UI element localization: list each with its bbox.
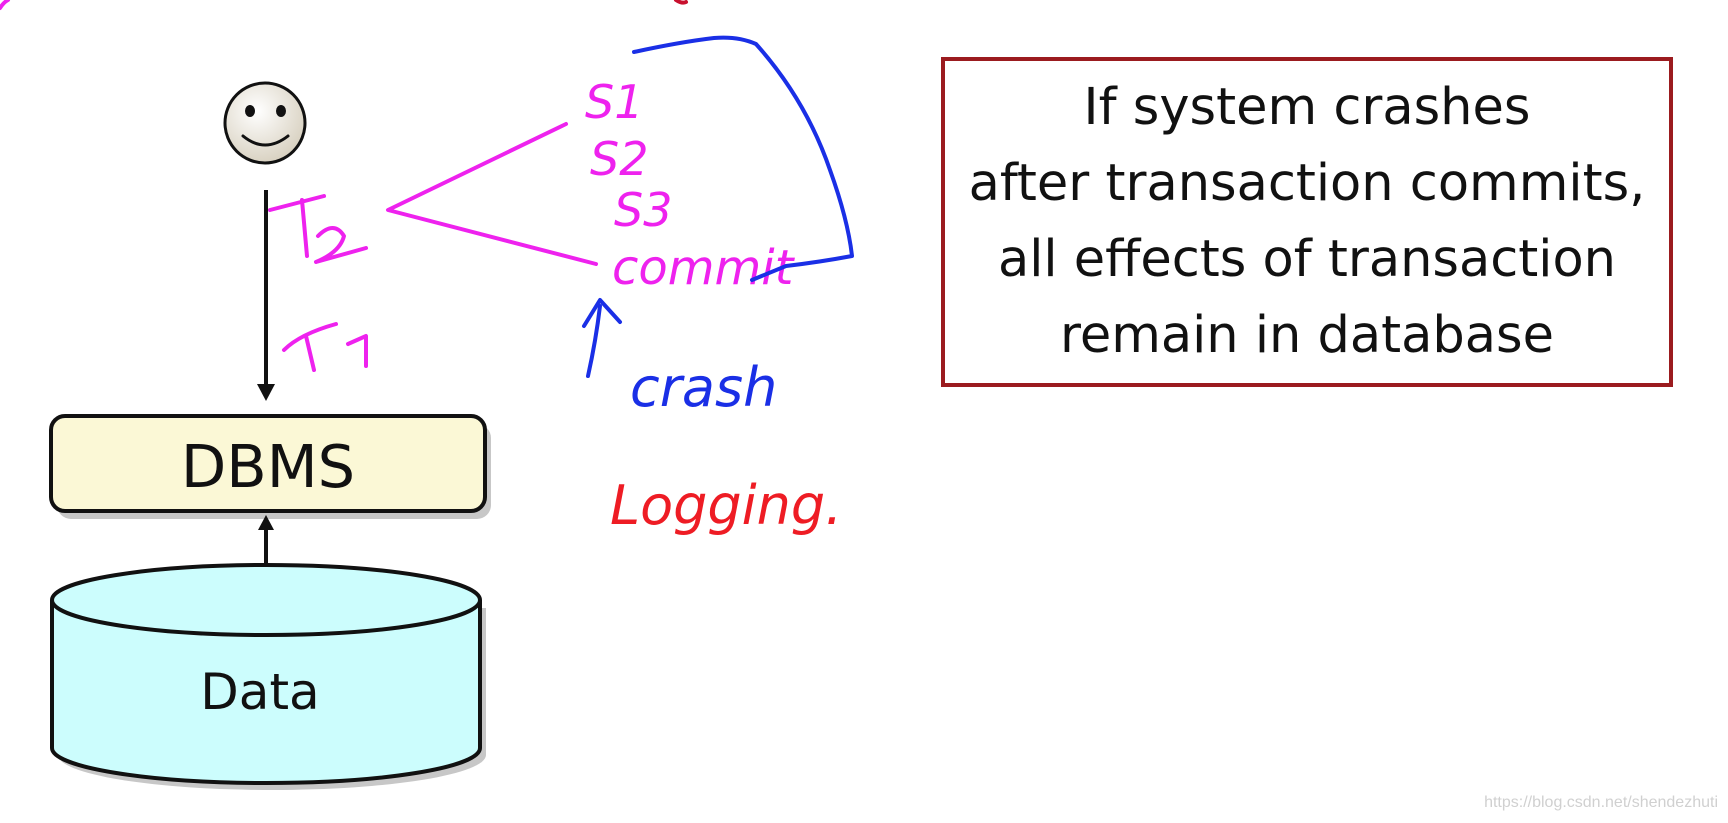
- data-label: Data: [200, 663, 319, 721]
- cropped-scribble-top: [674, 0, 688, 5]
- transaction-bracket: [386, 122, 598, 266]
- callout-line-2: after transaction commits,: [968, 154, 1646, 213]
- annotation-t2: [268, 194, 368, 264]
- callout-line-3: all effects of transaction: [998, 230, 1616, 289]
- annotation-commit: commit: [612, 240, 796, 296]
- annotation-s2: S2: [590, 132, 648, 186]
- blue-loop: [632, 35, 854, 282]
- dbms-label: DBMS: [181, 432, 355, 501]
- user-to-dbms-arrow: [257, 190, 275, 401]
- callout-line-1: If system crashes: [1083, 78, 1531, 137]
- data-cylinder: Data: [50, 563, 486, 790]
- annotation-s1: S1: [585, 75, 643, 129]
- annotation-t1: [282, 322, 368, 372]
- crash-arrow: [582, 298, 622, 378]
- dbms-box: DBMS: [49, 414, 491, 519]
- watermark: https://blog.csdn.net/shendezhuti: [1484, 794, 1718, 811]
- annotation-logging: Logging.: [610, 474, 842, 537]
- annotation-s3: S3: [614, 183, 672, 237]
- callout-line-4: remain in database: [1059, 306, 1554, 365]
- annotation-crash: crash: [630, 356, 777, 419]
- durability-callout: If system crashes after transaction comm…: [941, 57, 1673, 387]
- smiley-face-icon: [223, 81, 307, 165]
- cropped-scribble-left: [0, 0, 10, 10]
